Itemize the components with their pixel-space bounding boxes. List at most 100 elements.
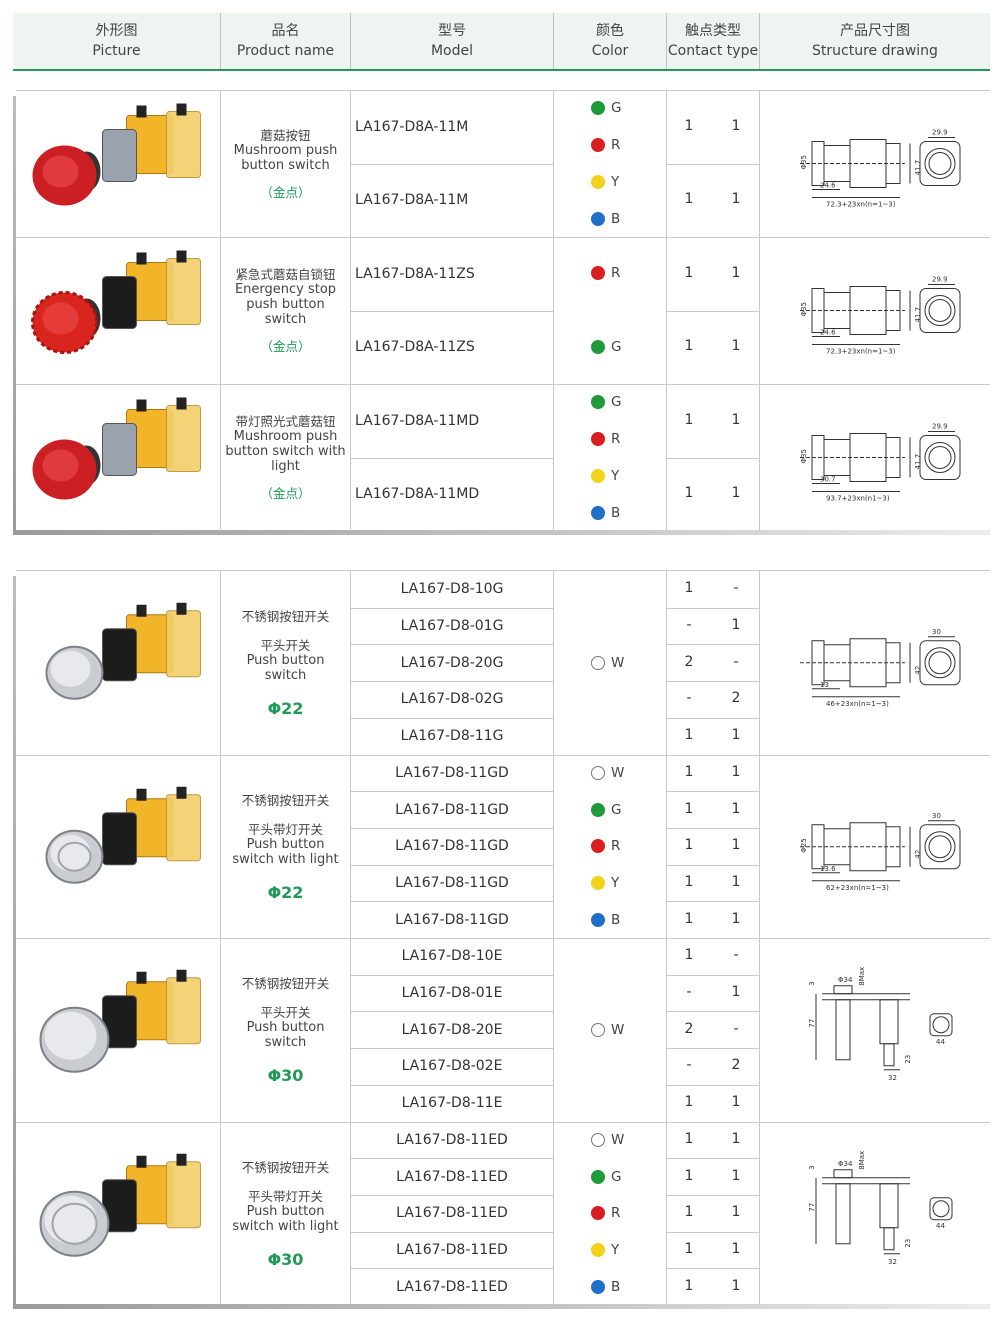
row-divider [351, 974, 553, 976]
color-dot-icon [591, 1169, 605, 1184]
header-drawing: 产品尺寸图 Structure drawing [760, 13, 990, 69]
model-number: LA167-D8-02G [400, 691, 504, 708]
row-divider [667, 644, 759, 646]
contact-value: 1 [684, 411, 694, 428]
model-number: LA167-D8-11GD [395, 911, 509, 928]
contact-value: 1 [731, 117, 741, 134]
contact-value: 1 [731, 485, 741, 502]
color-dot-icon [591, 138, 605, 152]
dimension-label: 24.6 [820, 329, 836, 337]
color-dot-icon [591, 765, 605, 780]
column-divider [350, 90, 351, 531]
color-dot-icon [591, 655, 605, 670]
model-number: LA167-D8-20E [401, 1021, 503, 1038]
dimension-label: 41.7 [914, 454, 922, 470]
dimension-label: 42 [914, 666, 922, 675]
model-number: LA167-D8A-11ZS [355, 339, 475, 356]
product-photo [31, 250, 201, 354]
model-number: LA167-D8-11G [400, 728, 504, 745]
color-code: W [611, 1021, 625, 1038]
color-dot-icon [591, 395, 605, 409]
row-divider [16, 1121, 990, 1123]
contact-value: 1 [731, 191, 741, 208]
color-code: G [611, 100, 622, 116]
contact-value: 2 [731, 1057, 741, 1074]
color-code: B [611, 211, 621, 227]
column-divider [666, 90, 667, 531]
model-number: LA167-D8-11ED [396, 1241, 508, 1258]
contact-value: 2 [731, 690, 741, 707]
sub-name-zh: 平头带灯开关 [247, 821, 323, 837]
diameter-label: Φ22 [267, 882, 304, 902]
dimension-label: Φ35 [800, 155, 808, 169]
contact-value: 1 [684, 727, 694, 744]
dimension-label: 44 [936, 1221, 945, 1229]
contact-value: 2 [684, 1020, 694, 1037]
color-option: R [591, 263, 620, 283]
column-divider [759, 90, 760, 531]
header-color: 颜色 Color [554, 13, 666, 69]
contact-value: 1 [731, 1130, 741, 1147]
contact-value: 1 [731, 1240, 741, 1257]
name-zh: 紧急式蘑菇自锁钮 [235, 267, 336, 282]
row-divider [351, 1231, 553, 1233]
color-option: G [591, 1167, 621, 1187]
contact-value: - [686, 690, 692, 707]
contact-value: 1 [684, 191, 694, 208]
name-zh: 不锈钢按钮开关 [241, 1159, 330, 1175]
color-dot-icon [591, 506, 605, 520]
row-divider [667, 1011, 759, 1013]
header-contact-en: Contact type [667, 43, 759, 59]
dimension-label: Φ35 [800, 449, 808, 463]
header-model-en: Model [430, 43, 474, 59]
column-divider [220, 90, 221, 531]
name-en: Push button switch with light [232, 1203, 339, 1234]
contact-value: 1 [684, 873, 694, 890]
dimension-label: 46+23xn(n=1~3) [826, 700, 889, 708]
model-number: LA167-D8-01G [400, 618, 504, 635]
table-header: 外形图 Picture 品名 Product name 型号 Model 颜色 … [13, 13, 990, 71]
row-divider [351, 457, 553, 459]
color-option: Y [591, 172, 619, 192]
dimension-label: Φ34 [838, 976, 853, 984]
contact-value: - [686, 984, 692, 1001]
dimension-label: Φ34 [838, 1159, 853, 1167]
contact-value: 1 [731, 873, 741, 890]
header-drawing-en: Structure drawing [812, 43, 938, 59]
row-divider [667, 974, 759, 976]
color-dot-icon [591, 432, 605, 446]
contact-value: - [733, 580, 739, 597]
contact-value: 1 [731, 1204, 741, 1221]
model-number: LA167-D8A-11M [355, 192, 469, 209]
gold-point-note: （金点） [260, 184, 311, 200]
color-dot-icon [591, 1022, 605, 1037]
color-dot-icon [591, 802, 605, 817]
model-number: LA167-D8-11ED [396, 1131, 508, 1148]
contact-value: 1 [684, 264, 694, 281]
name-zh: 不锈钢按钮开关 [241, 792, 330, 808]
model-number: LA167-D8-11GD [395, 874, 509, 891]
row-divider [351, 1011, 553, 1013]
color-option: B [591, 209, 620, 229]
color-option: W [591, 653, 624, 673]
color-code: Y [611, 468, 620, 484]
color-dot-icon [591, 1279, 605, 1294]
model-number: LA167-D8-10G [400, 581, 504, 598]
row-divider [351, 1268, 553, 1270]
color-code: G [611, 801, 622, 818]
contact-value: 1 [684, 837, 694, 854]
model-number: LA167-D8A-11MD [355, 486, 480, 503]
dimension-label: 41.7 [914, 307, 922, 323]
color-dot-icon [591, 340, 605, 354]
contact-value: 1 [731, 1277, 741, 1294]
color-dot-icon [591, 101, 605, 115]
row-divider [667, 864, 759, 866]
model-number: LA167-D8-11E [401, 1095, 503, 1112]
header-picture-en: Picture [92, 43, 141, 59]
name-en: Mushroom push button switch with light [225, 429, 346, 474]
